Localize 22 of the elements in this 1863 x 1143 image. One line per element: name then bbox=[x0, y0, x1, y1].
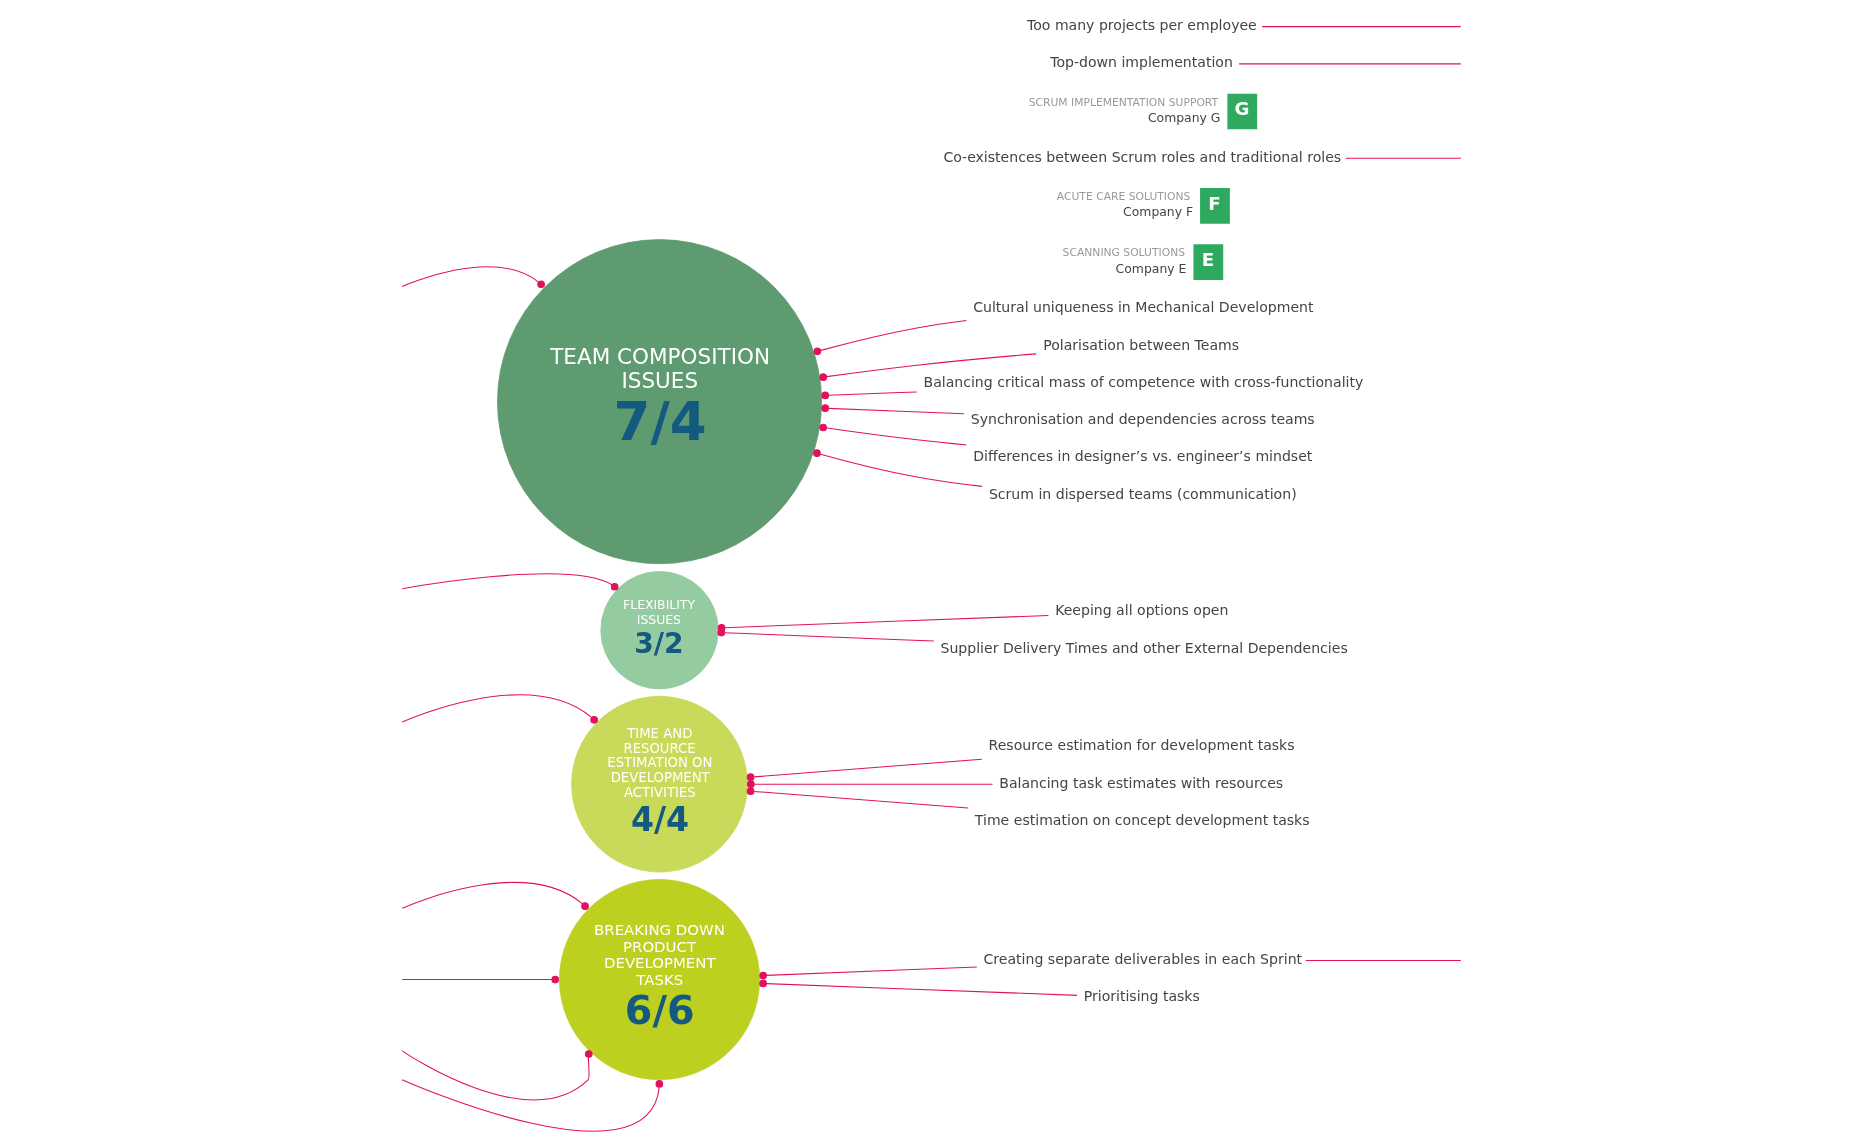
node-text: Creating separate deliverables in each Sprint bbox=[983, 950, 1303, 967]
node-label: Company F bbox=[1123, 204, 1194, 220]
node-text: Scrum in dispersed teams (communication) bbox=[988, 485, 1297, 502]
node-text: Too many projects per employee bbox=[1027, 17, 1257, 34]
node-text: Synchronisation and dependencies across teams bbox=[970, 411, 1315, 428]
node-text: Top-down implementation bbox=[1050, 54, 1233, 71]
node-text: Prioritising tasks bbox=[1083, 988, 1200, 1005]
node-label: SCANNING SOLUTIONS bbox=[1062, 246, 1186, 260]
node-text: Differences in designer’s vs. engineer’s mindset bbox=[973, 448, 1313, 465]
node-text: Resource estimation for development tasks bbox=[988, 737, 1295, 754]
node-text: Time estimation on concept development tasks bbox=[974, 811, 1310, 828]
node-text: Cultural uniqueness in Mechanical Development bbox=[973, 299, 1314, 316]
node-label: Company G bbox=[1147, 109, 1221, 125]
node-label: Company E bbox=[1115, 260, 1187, 276]
node-text: Supplier Delivery Times and other External Dependencies bbox=[940, 639, 1348, 656]
node-text: Co-existences between Scrum roles and traditional roles bbox=[943, 148, 1342, 165]
node-text: Polarisation between Teams bbox=[1043, 336, 1240, 353]
node-text: Balancing task estimates with resources bbox=[999, 774, 1284, 791]
node-label: ACUTE CARE SOLUTIONS bbox=[1056, 189, 1191, 203]
node-label: SCRUM IMPLEMENTATION SUPPORT bbox=[1028, 95, 1219, 109]
node-text: Keeping all options open bbox=[1055, 602, 1229, 619]
node-text: Balancing critical mass of competence with cross-functionality bbox=[923, 373, 1364, 390]
